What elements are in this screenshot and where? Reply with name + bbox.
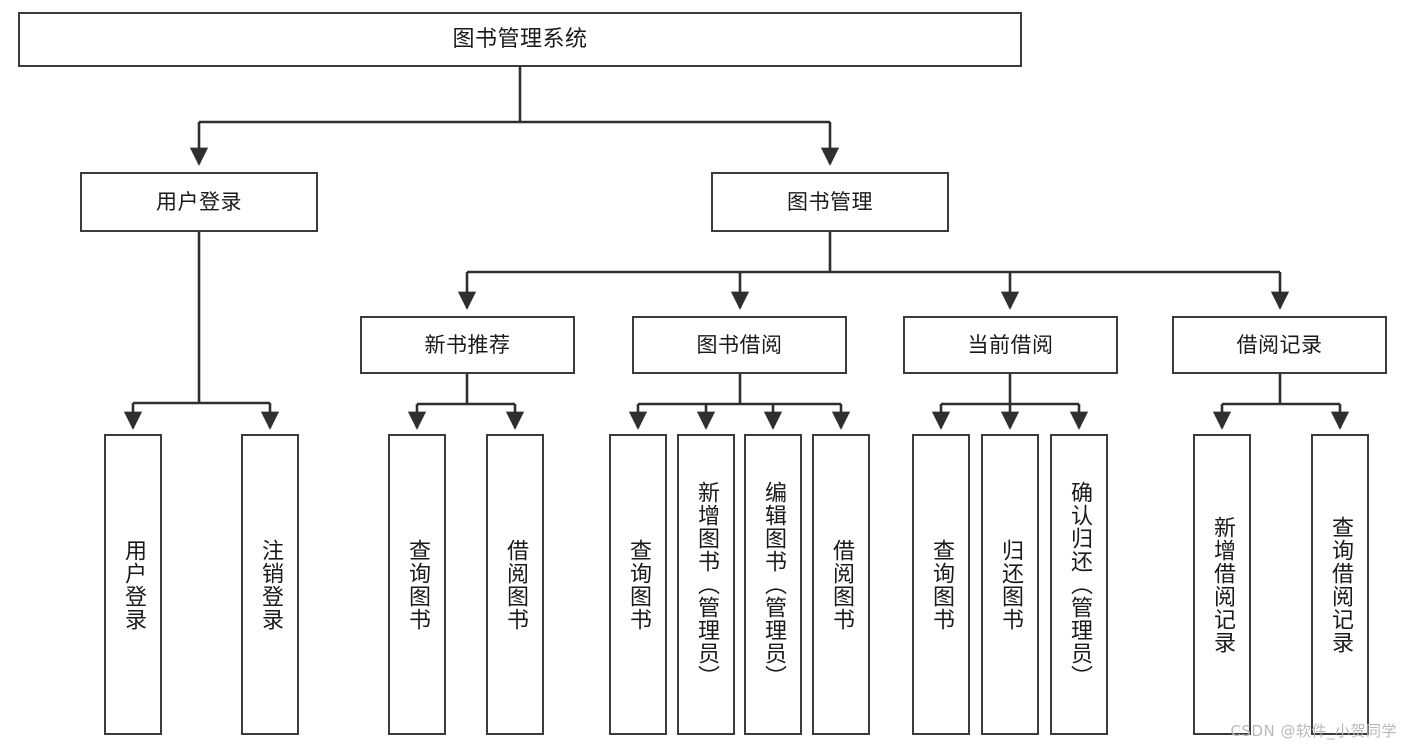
- node-borrow-records[interactable]: 借阅记录: [1172, 316, 1387, 374]
- node-label: 新书推荐: [424, 332, 511, 357]
- node-book-borrow[interactable]: 图书借阅: [632, 316, 847, 374]
- node-root-system[interactable]: 图书管理系统: [18, 12, 1022, 67]
- node-book-management[interactable]: 图书管理: [711, 172, 949, 232]
- node-label: 借阅记录: [1236, 332, 1323, 357]
- leaf-user-login-logout[interactable]: 注销登录: [241, 434, 299, 735]
- leaf-records-query-record[interactable]: 查询借阅记录: [1311, 434, 1369, 735]
- node-label: 归还图书: [998, 538, 1023, 631]
- node-label: 查询图书: [929, 538, 954, 631]
- node-label: 借阅图书: [829, 538, 854, 631]
- node-label: 图书借阅: [696, 332, 783, 357]
- node-label: 用户登录: [121, 538, 146, 631]
- node-label: 注销登录: [258, 538, 283, 631]
- leaf-current-return-book[interactable]: 归还图书: [981, 434, 1039, 735]
- node-current-borrow[interactable]: 当前借阅: [903, 316, 1118, 374]
- node-user-login[interactable]: 用户登录: [80, 172, 318, 232]
- leaf-new-book-query[interactable]: 查询图书: [388, 434, 446, 735]
- node-label: 查询图书: [405, 538, 430, 631]
- leaf-borrow-add-book-admin[interactable]: 新增图书（管理员）: [677, 434, 735, 735]
- node-label: 当前借阅: [967, 332, 1054, 357]
- node-label: 编辑图书（管理员）: [761, 481, 786, 688]
- leaf-user-login-login[interactable]: 用户登录: [104, 434, 162, 735]
- node-label: 图书管理系统: [452, 26, 588, 52]
- node-label: 图书管理: [787, 189, 873, 214]
- leaf-current-query-book[interactable]: 查询图书: [912, 434, 970, 735]
- node-label: 确认归还（管理员）: [1067, 481, 1092, 688]
- leaf-borrow-query-book[interactable]: 查询图书: [609, 434, 667, 735]
- node-label: 借阅图书: [503, 538, 528, 631]
- node-label: 用户登录: [156, 189, 242, 214]
- node-new-book-recommend[interactable]: 新书推荐: [360, 316, 575, 374]
- watermark: CSDN @软件_小贺同学: [1230, 722, 1397, 740]
- leaf-borrow-borrow-book[interactable]: 借阅图书: [812, 434, 870, 735]
- leaf-records-add-record[interactable]: 新增借阅记录: [1193, 434, 1251, 735]
- node-label: 新增借阅记录: [1210, 515, 1235, 654]
- leaf-borrow-edit-book-admin[interactable]: 编辑图书（管理员）: [744, 434, 802, 735]
- node-label: 查询图书: [626, 538, 651, 631]
- leaf-current-confirm-return-admin[interactable]: 确认归还（管理员）: [1050, 434, 1108, 735]
- node-label: 新增图书（管理员）: [694, 481, 719, 688]
- leaf-new-book-borrow[interactable]: 借阅图书: [486, 434, 544, 735]
- node-label: 查询借阅记录: [1328, 515, 1353, 654]
